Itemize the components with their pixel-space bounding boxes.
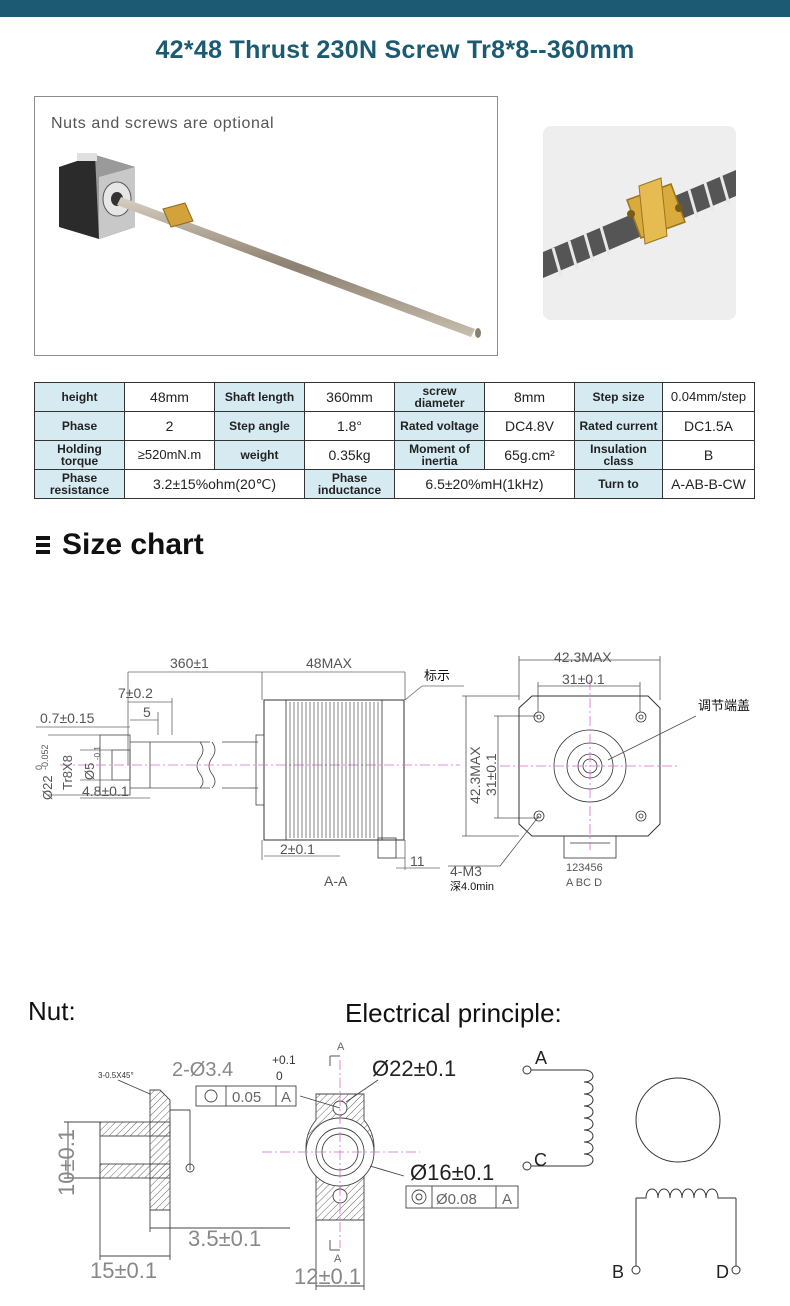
nut-dim-12: 12±0.1 — [294, 1264, 361, 1289]
spec-value: 6.5±20%mH(1kHz) — [394, 469, 575, 499]
dim-phi22-tol-top: 0 — [34, 765, 44, 770]
spec-key: Shaft length — [214, 382, 305, 412]
spec-value: 65g.cm² — [484, 440, 575, 470]
spec-key: Turn to — [574, 469, 663, 499]
nut-dim-3-5: 3.5±0.1 — [188, 1226, 261, 1251]
spec-key: Moment of inertia — [394, 440, 485, 470]
dim-4-8: 4.8±0.1 — [82, 783, 129, 799]
nut-dim-10: 10±0.1 — [54, 1129, 79, 1196]
size-chart-heading: Size chart — [36, 528, 204, 562]
nut-tol2-value: Ø0.08 — [436, 1191, 477, 1208]
nut-datum-bottom: A — [334, 1253, 342, 1265]
dim-48max: 48MAX — [306, 655, 353, 671]
spec-key: Holding torque — [34, 440, 125, 470]
nut-tol1-datum: A — [281, 1089, 291, 1106]
nut-holes-tol-top: +0.1 — [272, 1053, 296, 1067]
dim-2: 2±0.1 — [280, 841, 315, 857]
list-icon — [36, 533, 50, 557]
dim-7: 7±0.2 — [118, 685, 153, 701]
nut-dia-22: Ø22±0.1 — [372, 1056, 456, 1081]
spec-row: Phase resistance 3.2±15%ohm(20℃) Phase i… — [34, 469, 755, 499]
nut-and-electrical-drawing: 10±0.1 3.5±0.1 15±0.1 3-0.5X45° 2- — [54, 1041, 741, 1290]
spec-row: Holding torque ≥520mN.m weight 0.35kg Mo… — [34, 440, 755, 470]
nut-dim-15: 15±0.1 — [90, 1258, 157, 1283]
spec-value: 8mm — [484, 382, 575, 412]
spec-row: height 48mm Shaft length 360mm screw dia… — [34, 382, 755, 412]
nut-tol2-datum: A — [502, 1191, 512, 1208]
electrical-b: B — [612, 1262, 624, 1282]
dim-phi22: Ø22 — [40, 775, 55, 800]
nut-datum-top: A — [337, 1041, 345, 1053]
dim-31-h: 31±0.1 — [562, 671, 605, 687]
spec-value: 48mm — [124, 382, 215, 412]
nut-dia-16: Ø16±0.1 — [410, 1160, 494, 1185]
page-title: 42*48 Thrust 230N Screw Tr8*8--360mm — [155, 36, 635, 64]
nut-title: Nut: — [28, 996, 76, 1026]
electrical-title: Electrical principle: — [345, 998, 562, 1028]
spec-value: ≥520mN.m — [124, 440, 215, 470]
spec-value: 360mm — [304, 382, 395, 412]
dim-tr8: Tr8X8 — [60, 755, 75, 790]
label-cover: 调节端盖 — [698, 698, 750, 713]
nut-holes-tol-bot: 0 — [276, 1069, 283, 1083]
motor-with-screw-image — [59, 153, 481, 338]
spec-key: screw diameter — [394, 382, 485, 412]
spec-key: Rated current — [574, 411, 663, 441]
connector-letters: A BC D — [566, 877, 602, 889]
spec-value: A-AB-B-CW — [662, 469, 755, 499]
label-m3: 4-M3 — [450, 863, 482, 879]
spec-key: Phase resistance — [34, 469, 125, 499]
spec-value: 3.2±15%ohm(20℃) — [124, 469, 305, 499]
nut-closeup-image — [543, 126, 736, 320]
spec-key: Step size — [574, 382, 663, 412]
spec-key: Phase — [34, 411, 125, 441]
nut-chamfer: 3-0.5X45° — [98, 1071, 134, 1080]
dim-phi5-tol: -0.1 — [93, 746, 102, 760]
label-depth: 深4.0min — [450, 880, 494, 893]
section-aa: A-A — [324, 873, 348, 889]
spec-key: Phase inductance — [304, 469, 395, 499]
spec-value: 1.8° — [304, 411, 395, 441]
spec-row: Phase 2 Step angle 1.8° Rated voltage DC… — [34, 411, 755, 441]
spec-key: weight — [214, 440, 305, 470]
top-banner — [0, 0, 790, 17]
dim-0-7: 0.7±0.15 — [40, 710, 95, 726]
label-marking: 标示 — [424, 668, 450, 683]
dim-360: 360±1 — [170, 655, 209, 671]
product-photo-frame: Nuts and screws are optional — [34, 96, 498, 356]
spec-value: DC1.5A — [662, 411, 755, 441]
spec-value: 0.35kg — [304, 440, 395, 470]
motor-dimension-drawing: 360±1 48MAX 7±0.2 5 0.7±0.15 4.8±0.1 2±0… — [34, 649, 750, 893]
spec-value: B — [662, 440, 755, 470]
dim-31-v: 31±0.1 — [483, 753, 499, 796]
dim-5: 5 — [143, 704, 151, 720]
spec-key: Step angle — [214, 411, 305, 441]
dim-11: 11 — [410, 853, 425, 869]
dim-phi22-tol-bot: -0.052 — [40, 744, 50, 770]
connector-pins: 123456 — [566, 862, 603, 874]
photo-caption: Nuts and screws are optional — [51, 115, 275, 132]
dim-phi5: Ø5 — [82, 763, 97, 780]
nut-holes: 2-Ø3.4 — [172, 1059, 233, 1081]
nut-tol1-value: 0.05 — [232, 1089, 261, 1106]
spec-key: height — [34, 382, 125, 412]
spec-table: height 48mm Shaft length 360mm screw dia… — [34, 382, 755, 499]
spec-value: DC4.8V — [484, 411, 575, 441]
electrical-d: D — [716, 1262, 729, 1282]
size-chart-title: Size chart — [62, 528, 204, 561]
spec-value: 2 — [124, 411, 215, 441]
spec-key: Insulation class — [574, 440, 663, 470]
spec-key: Rated voltage — [394, 411, 485, 441]
spec-value: 0.04mm/step — [662, 382, 755, 412]
electrical-c: C — [534, 1150, 547, 1170]
electrical-a: A — [535, 1048, 547, 1068]
dim-42-3-v: 42.3MAX — [467, 746, 483, 804]
dim-42-3-h: 42.3MAX — [554, 649, 612, 665]
